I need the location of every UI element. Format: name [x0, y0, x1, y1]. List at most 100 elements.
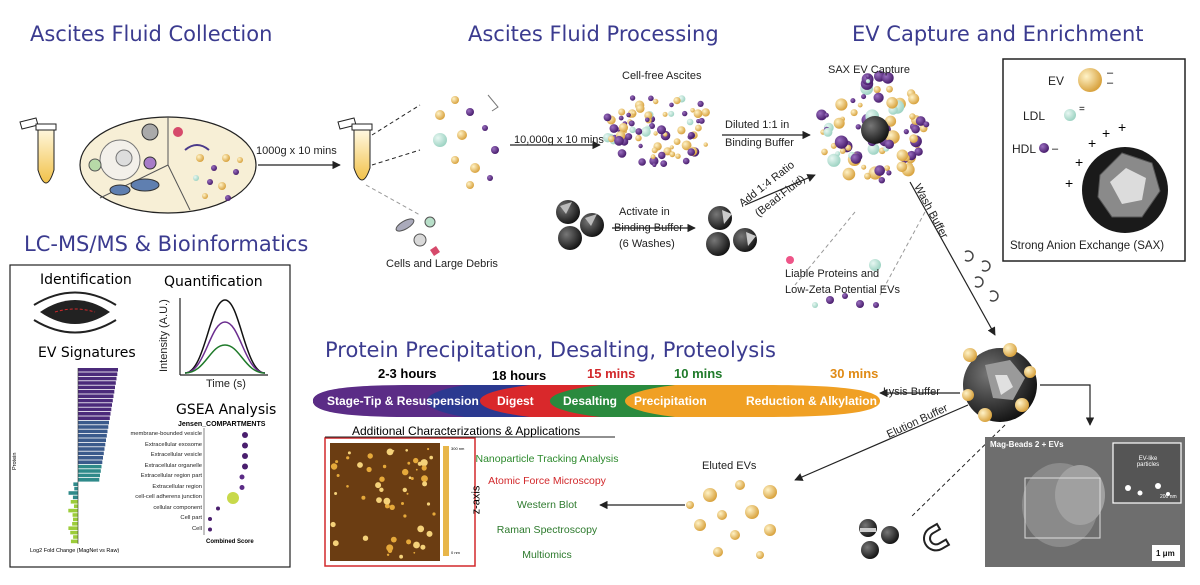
svg-text:+: + [1088, 135, 1096, 151]
afm-particle [426, 530, 433, 537]
particle [827, 153, 841, 167]
afm-tick-bottom: 0 nm [451, 550, 460, 555]
lcms-gsea: GSEA Analysis [176, 402, 277, 418]
app-item-0: Nanoparticle Tracking Analysis [475, 453, 619, 465]
gsea-dot [239, 474, 245, 480]
afm-particle [426, 502, 431, 506]
afm-particle [330, 521, 336, 528]
sax-bead [861, 116, 889, 144]
particle [690, 108, 695, 113]
title-precipitation: Protein Precipitation, Desalting, Proteo… [325, 338, 776, 362]
particle [682, 110, 688, 117]
svg-text:–: – [1107, 67, 1114, 79]
bar-xlabel: Log2 Fold Change (MagNet vs Raw) [30, 548, 120, 554]
afm-particle [335, 460, 339, 464]
ev-signature-bar [78, 368, 118, 372]
ev-signature-bar [78, 429, 108, 434]
ascites-contents-ellipse [79, 116, 257, 214]
ev-signature-bar [78, 420, 109, 425]
particle [850, 98, 856, 104]
gsea-term: Cell part [180, 515, 202, 521]
particle [855, 124, 861, 130]
particle [882, 72, 894, 84]
ev-signature-bar [70, 500, 79, 504]
label-cells-debris: Cells and Large Debris [386, 258, 498, 270]
particle [886, 97, 898, 109]
particle [850, 109, 858, 117]
ev-signature-bar [78, 456, 103, 460]
particle [653, 98, 659, 105]
particle [886, 85, 893, 93]
ev-signature-bar [73, 504, 78, 508]
ev-signature-bar [78, 447, 105, 451]
arrow-to-sem [1040, 384, 1095, 426]
particle [662, 111, 668, 117]
afm-image [324, 437, 476, 567]
svg-text:+: + [1102, 125, 1110, 141]
particle [923, 121, 930, 128]
ev-signature-bar [78, 425, 109, 429]
lcms-time: Time (s) [206, 378, 246, 390]
ev-signature-bar [70, 539, 79, 544]
afm-particle [382, 464, 387, 469]
afm-particle [387, 548, 393, 553]
afm-particle [403, 514, 407, 518]
particle [631, 110, 637, 116]
ev-signature-bar [78, 376, 117, 381]
particle [911, 124, 920, 134]
sem-inset-scale: 200 nm [1160, 494, 1177, 500]
pipe-label-4: Precipitation [634, 394, 707, 408]
liable-dashed-right [879, 211, 926, 296]
particle [909, 134, 918, 143]
ev-signature-bar [73, 535, 79, 539]
sem-scale: 1 μm [1156, 549, 1175, 558]
sax-legend-box: –– = – ++ ++ + [1002, 58, 1186, 262]
pipe-label-1: Stage-Tip & Resuspension [327, 394, 479, 408]
afm-particle [347, 451, 351, 455]
afm-particle [413, 457, 419, 464]
particle [816, 109, 827, 121]
afm-particle [379, 487, 384, 492]
pipe-time-2: 18 hours [492, 368, 547, 383]
particle [886, 170, 892, 176]
afm-particle [405, 449, 409, 452]
pipe-time-4: 10 mins [674, 366, 723, 381]
afm-particle [420, 459, 428, 467]
label-spin1: 1000g x 10 mins [256, 145, 337, 157]
svg-text:+: + [1118, 119, 1126, 135]
ev-signature-bar [78, 434, 107, 438]
label-spin2: 10,000g x 10 mins [514, 134, 604, 146]
gsea-term: Extracellular region [152, 483, 202, 490]
afm-particle [386, 553, 390, 556]
lcms-intensity: Intensity (A.U.) [158, 299, 170, 372]
particle [681, 140, 692, 151]
afm-particle [408, 476, 412, 480]
afm-particle [413, 541, 420, 549]
cell-free-cloud [603, 95, 710, 168]
afm-particle [389, 504, 395, 510]
gsea-dot [242, 442, 248, 449]
label-activate-2: Binding Buffer [614, 222, 683, 234]
particle [653, 131, 658, 136]
afm-particle [421, 475, 428, 482]
afm-particle [384, 503, 390, 509]
gsea-chart [203, 428, 248, 535]
raw-beads [556, 200, 604, 250]
particle [635, 128, 643, 135]
particle [603, 113, 612, 122]
gsea-dot [242, 453, 248, 459]
particle [874, 165, 885, 176]
gsea-term: cellular component [153, 504, 202, 511]
afm-particle [415, 468, 418, 471]
svg-text:=: = [1079, 104, 1085, 115]
pipe-time-5: 30 mins [830, 366, 879, 381]
apps-header: Additional Characterizations & Applicati… [352, 424, 581, 438]
pipe-time-1: 2-3 hours [378, 366, 437, 381]
afm-particle [336, 474, 340, 477]
particle [660, 160, 668, 168]
arrow-ratio [744, 174, 816, 206]
particle [657, 125, 666, 135]
label-liable-2: Low-Zeta Potential EVs [785, 284, 900, 296]
particle [839, 148, 846, 154]
